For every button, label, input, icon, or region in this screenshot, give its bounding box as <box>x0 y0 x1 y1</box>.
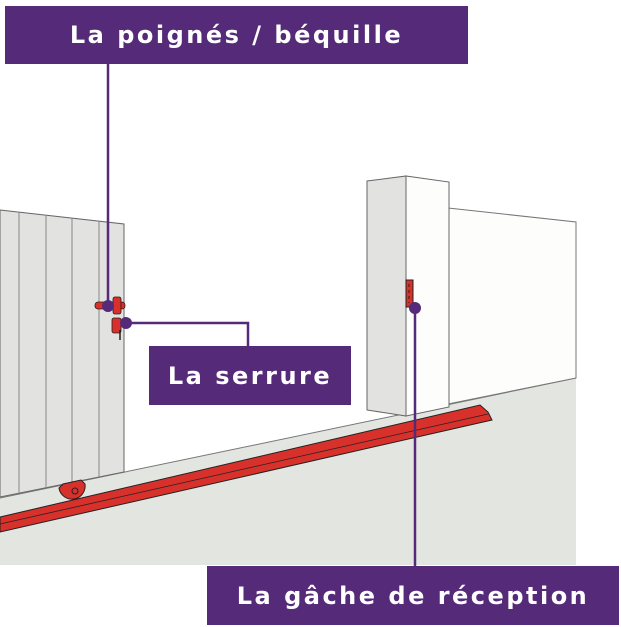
rail <box>0 404 493 533</box>
wheel <box>58 479 86 500</box>
lock <box>111 317 122 340</box>
lock-label: La serrure <box>149 346 351 405</box>
pillar <box>366 175 450 417</box>
handle-label: La poignés / béquille <box>5 6 468 64</box>
gate <box>0 209 125 498</box>
strike-marker <box>409 302 421 314</box>
leader-lines <box>106 62 417 566</box>
lock-marker <box>120 317 132 329</box>
back-wall <box>447 207 577 405</box>
strike-label: La gâche de réception <box>207 566 619 625</box>
handle-marker <box>102 300 114 312</box>
